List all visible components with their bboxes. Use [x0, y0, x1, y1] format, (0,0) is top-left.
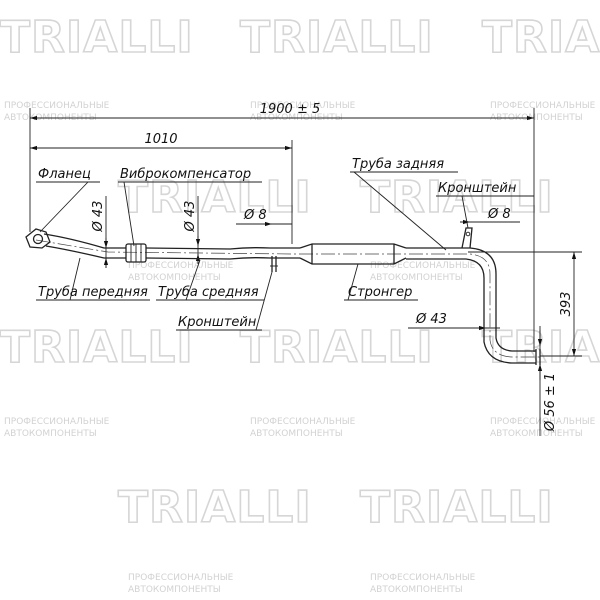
label-rear-pipe: Труба задняя — [352, 157, 444, 172]
label-flex-compensator: Виброкомпенсатор — [120, 167, 251, 182]
watermark-text: ПРОФЕССИОНАЛЬНЫЕ — [370, 261, 476, 271]
label-middle-pipe: Труба средняя — [158, 285, 259, 300]
watermark-logo: TRIALLI — [482, 322, 600, 373]
watermark-text: АВТОКОМПОНЕНТЫ — [370, 273, 463, 283]
watermark-row-4: TRIALLI TRIALLI ПРОФЕССИОНАЛЬНЫЕ АВТОКОМ… — [117, 481, 554, 595]
watermark-text: ПРОФЕССИОНАЛЬНЫЕ — [250, 417, 356, 427]
front-pipe — [43, 233, 126, 259]
middle-diameter-value: Ø 43 — [183, 201, 198, 233]
watermark-logo: TRIALLI — [0, 12, 194, 63]
rear-bracket — [461, 227, 473, 249]
label-rear-bracket: Кронштейн — [438, 181, 517, 196]
watermark-logo: TRIALLI — [240, 322, 434, 373]
watermark-text: ПРОФЕССИОНАЛЬНЫЕ — [370, 573, 476, 583]
watermark-text: АВТОКОМПОНЕНТЫ — [4, 429, 97, 439]
rear-pipe — [406, 247, 541, 365]
watermark-logo: TRIALLI — [360, 482, 554, 533]
stronger-muffler — [299, 243, 407, 265]
flange — [25, 228, 51, 249]
total-length-value: 1900 ± 5 — [260, 102, 321, 117]
middle-pipe — [145, 247, 300, 260]
watermark-logo: TRIALLI — [360, 172, 554, 223]
rear-diameter-value: Ø 43 — [415, 312, 447, 327]
watermark-logo: TRIALLI — [0, 322, 194, 373]
labels: Фланец Виброкомпенсатор Труба задняя Кро… — [36, 157, 534, 331]
watermark-logo: TRIALLI — [118, 482, 312, 533]
watermark-text: АВТОКОМПОНЕНТЫ — [490, 429, 583, 439]
label-front-bracket: Кронштейн — [178, 315, 257, 330]
dimension-front-length: 1010 — [30, 132, 293, 244]
watermark-text: ПРОФЕССИОНАЛЬНЫЕ — [128, 573, 234, 583]
watermark-row-3: TRIALLI TRIALLI TRIALLI ПРОФЕССИОНАЛЬНЫЕ… — [0, 321, 600, 439]
outlet-diameter-value: Ø 56 ± 1 — [543, 373, 558, 432]
dimension-total-length: 1900 ± 5 — [29, 102, 535, 352]
front-bracket-hole-value: Ø 8 — [243, 208, 267, 223]
label-stronger: Стронгер — [348, 285, 412, 300]
flex-compensator — [125, 243, 147, 263]
exhaust-assembly — [25, 227, 541, 365]
watermark-text: АВТОКОМПОНЕНТЫ — [490, 113, 583, 123]
dimension-rear-diameter: Ø 43 — [408, 312, 500, 331]
watermark-row-2: TRIALLI TRIALLI ПРОФЕССИОНАЛЬНЫЕ АВТОКОМ… — [117, 171, 554, 283]
dimension-rear-bracket-hole: Ø 8 — [460, 207, 520, 225]
watermark-text: ПРОФЕССИОНАЛЬНЫЕ — [4, 417, 110, 427]
watermark-logo: TRIALLI — [240, 12, 434, 63]
rear-bracket-hole-value: Ø 8 — [487, 207, 511, 222]
watermark-logo: TRIALLI — [118, 172, 312, 223]
watermark-layer: TRIALLI TRIALLI TRIALLI ПРОФЕССИОНАЛЬНЫЕ… — [0, 11, 600, 595]
dimension-height: 393 — [468, 251, 582, 357]
height-value: 393 — [559, 292, 574, 317]
watermark-text: ПРОФЕССИОНАЛЬНЫЕ — [250, 101, 356, 111]
watermark-logo: TRIALLI — [482, 12, 600, 63]
watermark-text: АВТОКОМПОНЕНТЫ — [128, 585, 221, 595]
front-diameter-value: Ø 43 — [91, 201, 106, 233]
watermark-text: АВТОКОМПОНЕНТЫ — [250, 429, 343, 439]
watermark-text: ПРОФЕССИОНАЛЬНЫЕ — [490, 417, 596, 427]
watermark-text: ПРОФЕССИОНАЛЬНЫЕ — [490, 101, 596, 111]
dimension-middle-diameter: Ø 43 — [183, 196, 201, 264]
front-bracket — [270, 256, 278, 272]
dimension-front-bracket-hole: Ø 8 — [236, 208, 292, 227]
watermark-text: АВТОКОМПОНЕНТЫ — [370, 585, 463, 595]
front-length-value: 1010 — [144, 132, 177, 147]
label-front-pipe: Труба передняя — [38, 285, 148, 300]
watermark-text: ПРОФЕССИОНАЛЬНЫЕ — [4, 101, 110, 111]
watermark-text: ПРОФЕССИОНАЛЬНЫЕ — [128, 261, 234, 271]
dimension-front-diameter: Ø 43 — [91, 196, 109, 268]
label-flange: Фланец — [38, 167, 91, 182]
watermark-text: АВТОКОМПОНЕНТЫ — [128, 273, 221, 283]
dimension-outlet-diameter: Ø 56 ± 1 — [537, 326, 558, 436]
